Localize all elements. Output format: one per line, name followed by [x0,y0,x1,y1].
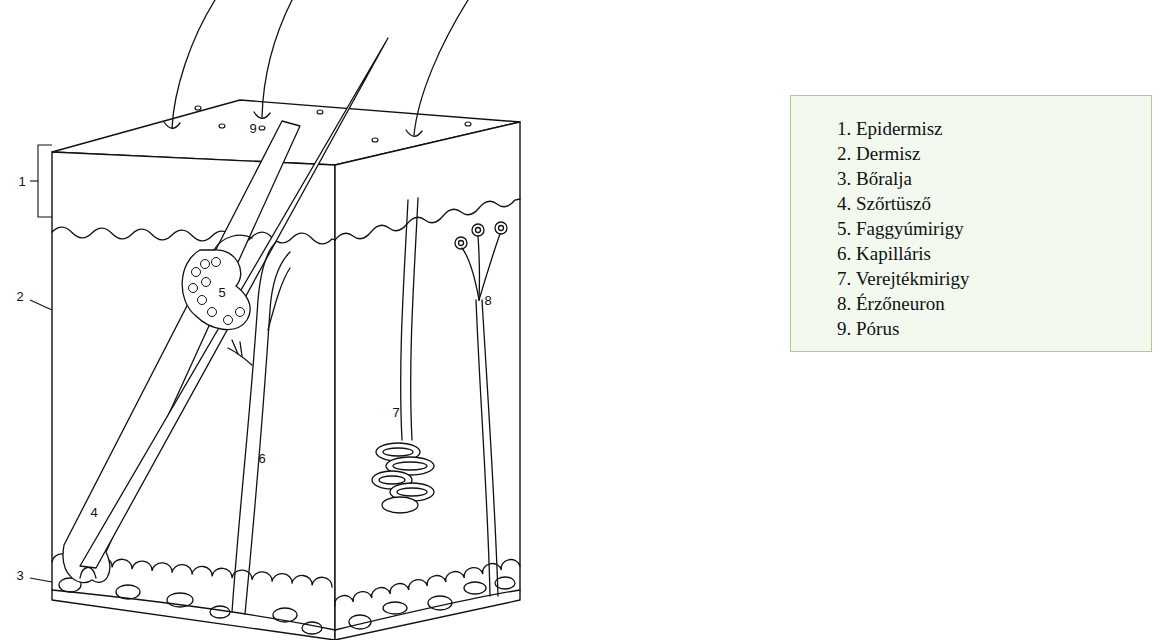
fat-cell [464,582,486,594]
legend-item: 8. Érzőneuron [837,291,1141,316]
hair-follicle [63,121,300,583]
callout-number: 4 [90,506,97,519]
leader-line [30,300,52,310]
gland-cell [224,316,233,325]
sweat-gland-coil [382,497,418,513]
legend-item: 5. Faggyúmirigy [837,216,1141,241]
blood-vessel [52,590,335,630]
nerve-receptor [495,222,507,234]
sweat-duct [401,200,408,440]
nerve-receptor [499,226,504,231]
sebaceous-gland [182,250,250,330]
leader-line [30,578,52,582]
sweat-gland-coil [393,462,427,470]
sensory-neuron [478,236,479,300]
hair-root [406,130,422,136]
epidermis-boundary [52,227,335,244]
callout-number: 1 [18,175,25,188]
capillary [232,242,276,612]
sensory-neuron [462,248,479,300]
callout-number: 6 [258,452,265,465]
hair-root [164,122,180,128]
hair [172,0,215,128]
sensory-neuron [476,300,490,596]
pore [195,106,201,110]
dermal-papilla [80,567,96,578]
legend-item: 1. Epidermisz [837,116,1141,141]
legend-item: 9. Pórus [837,316,1141,341]
hair-root [254,112,270,118]
sweat-gland-coil [397,488,427,496]
capillary [240,342,242,356]
gland-cell [208,308,217,317]
sweat-gland-coil [383,448,413,456]
gland-cell [192,268,201,277]
blood-vessel [335,590,520,630]
hair-shaft [80,38,388,568]
gland-cell [189,284,198,293]
callout-number: 8 [484,294,491,307]
legend-item: 6. Kapilláris [837,241,1141,266]
leader-line [30,180,38,181]
hair [414,0,468,135]
sensory-neuron [482,300,498,596]
pore [259,126,265,130]
layer-bracket [38,145,52,217]
hair [262,0,292,117]
gland-cell [202,278,211,287]
gland-cell [236,308,245,317]
capillary [228,348,252,365]
gland-cell [201,260,210,269]
callout-number: 9 [249,122,256,135]
capillary [245,252,290,614]
nerve-receptor [472,224,484,236]
callout-number: 3 [16,569,23,582]
legend-item: 2. Dermisz [837,141,1141,166]
gland-cell [212,258,221,267]
callout-number: 2 [16,290,23,303]
subcutis-boundary [335,560,520,606]
capillary [232,340,238,354]
pore [465,122,471,126]
sweat-gland-coil [379,476,405,484]
nerve-receptor [476,228,481,233]
legend-box: 1. Epidermisz2. Dermisz3. Bőralja4. Szőr… [790,95,1152,352]
callout-number: 5 [218,286,225,299]
epidermis-boundary [335,199,520,240]
fat-cell [383,602,407,614]
pore [317,110,323,114]
nerve-receptor [459,241,464,246]
capillary [268,268,290,330]
gland-duct [214,235,252,250]
legend-item: 7. Verejtékmirigy [837,266,1141,291]
sensory-neuron [479,234,500,300]
legend-item: 4. Szőrtüsző [837,191,1141,216]
gland-cell [198,296,207,305]
callout-number: 7 [392,406,399,419]
right-face [335,122,520,640]
fat-cell [210,606,230,618]
legend-item: 3. Bőralja [837,166,1141,191]
nerve-receptor [455,237,467,249]
pore [372,138,378,142]
sweat-duct [411,198,418,440]
pore [219,124,225,128]
